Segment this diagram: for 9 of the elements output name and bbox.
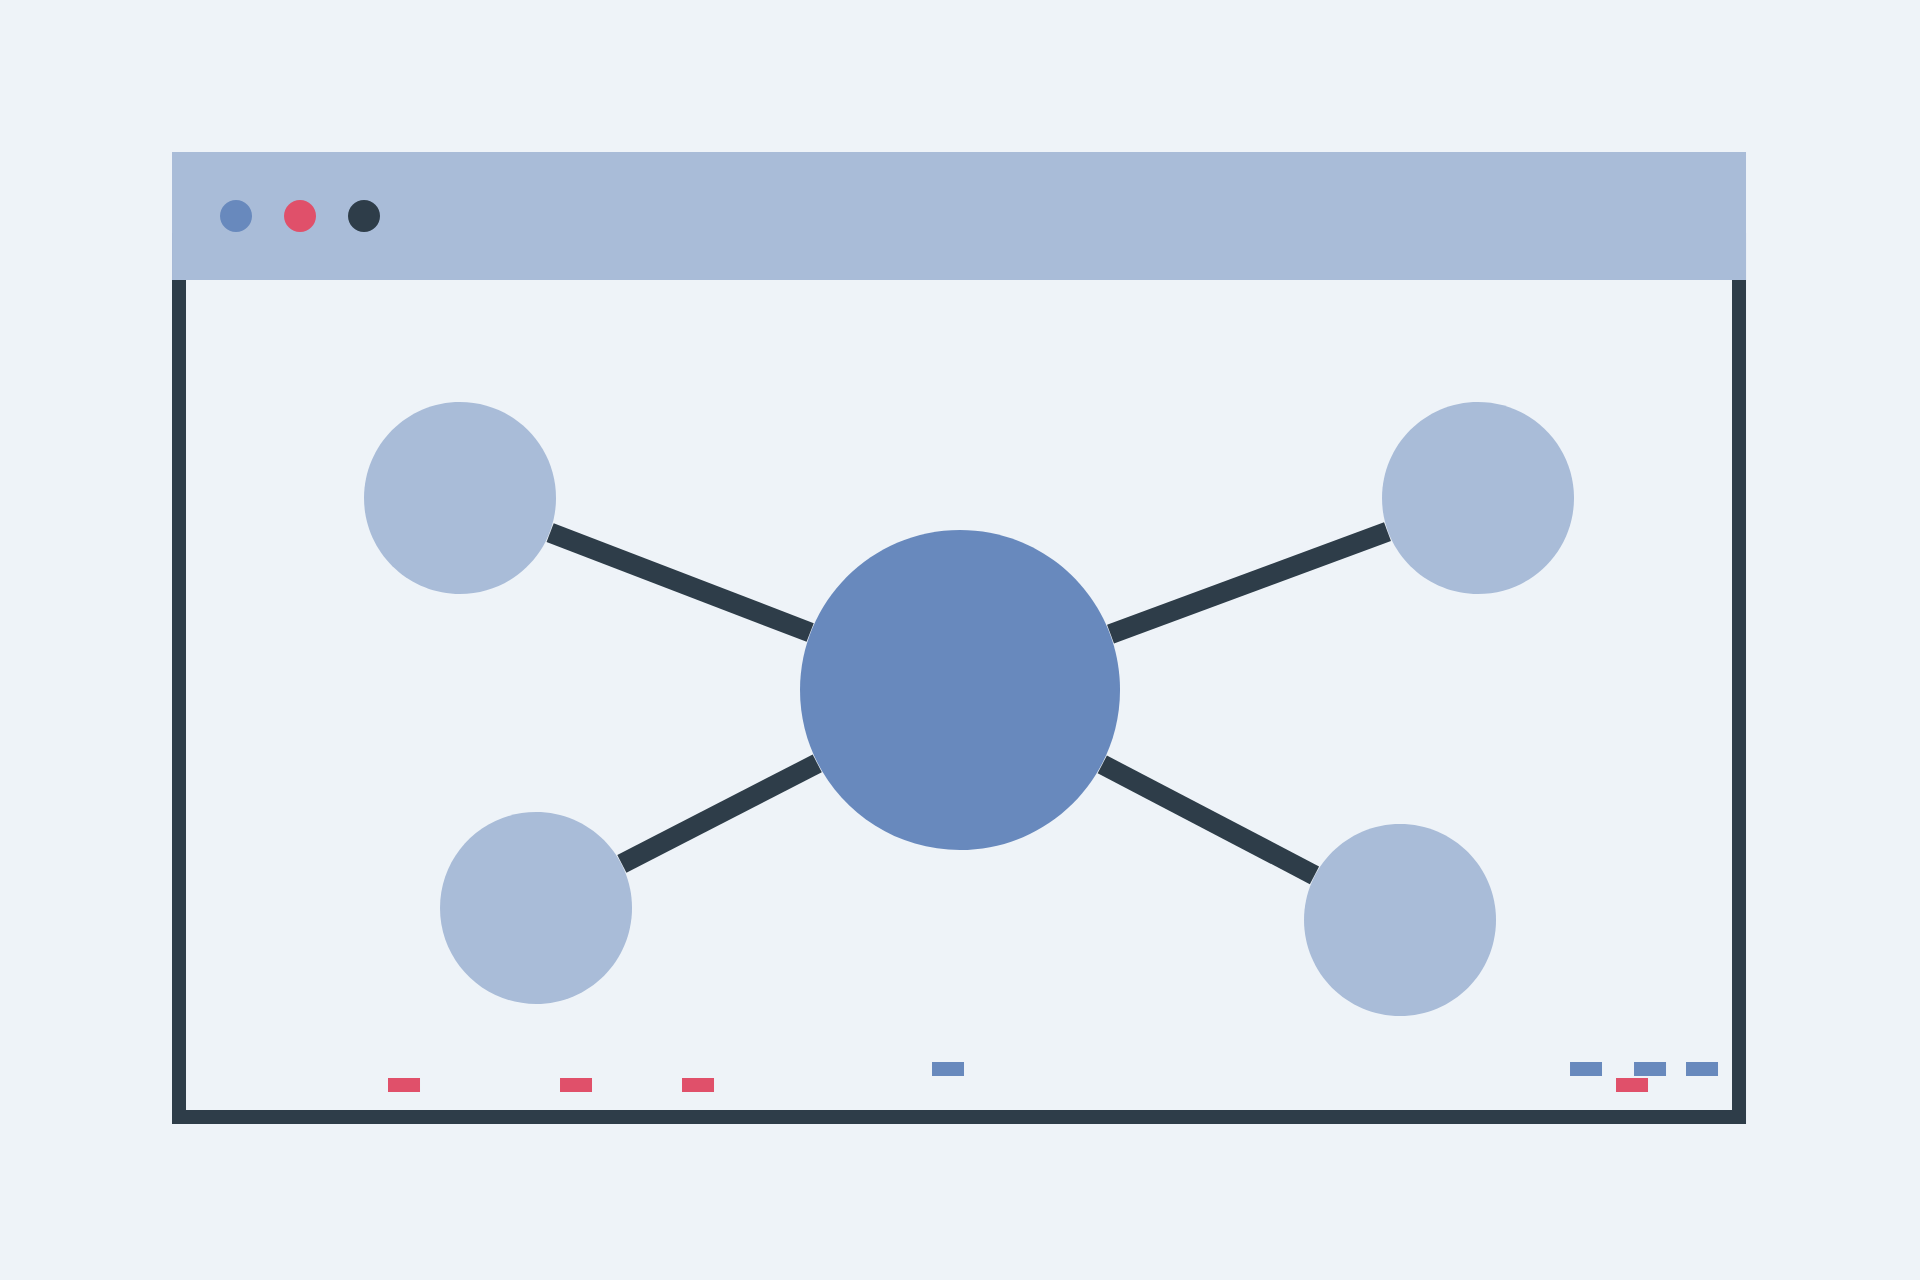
circle-node <box>1382 402 1574 594</box>
connector-line <box>1107 522 1391 644</box>
circle-node <box>364 402 556 594</box>
connector-line <box>1097 755 1320 885</box>
circle-node <box>440 812 632 1004</box>
connector-line <box>546 523 814 642</box>
circle-node <box>800 530 1120 850</box>
connector-line <box>617 754 822 873</box>
circle-node <box>1304 824 1496 1016</box>
